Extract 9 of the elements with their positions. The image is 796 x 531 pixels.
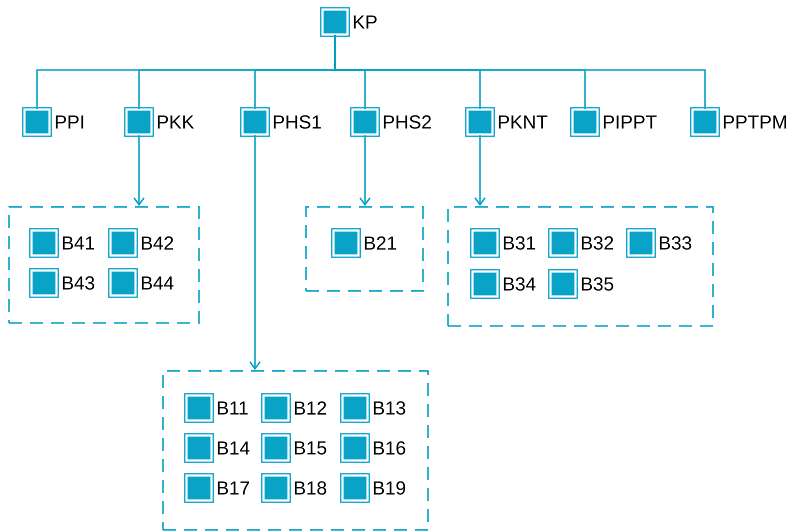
connector-line — [334, 35, 706, 109]
dashed-group-box — [305, 206, 424, 292]
dashed-group-box — [8, 206, 200, 324]
arrow — [474, 135, 486, 206]
arrow — [359, 135, 371, 206]
dashed-group-box — [447, 206, 714, 327]
arrow — [249, 135, 261, 370]
dashed-group-box — [162, 370, 429, 531]
arrow — [133, 135, 145, 206]
